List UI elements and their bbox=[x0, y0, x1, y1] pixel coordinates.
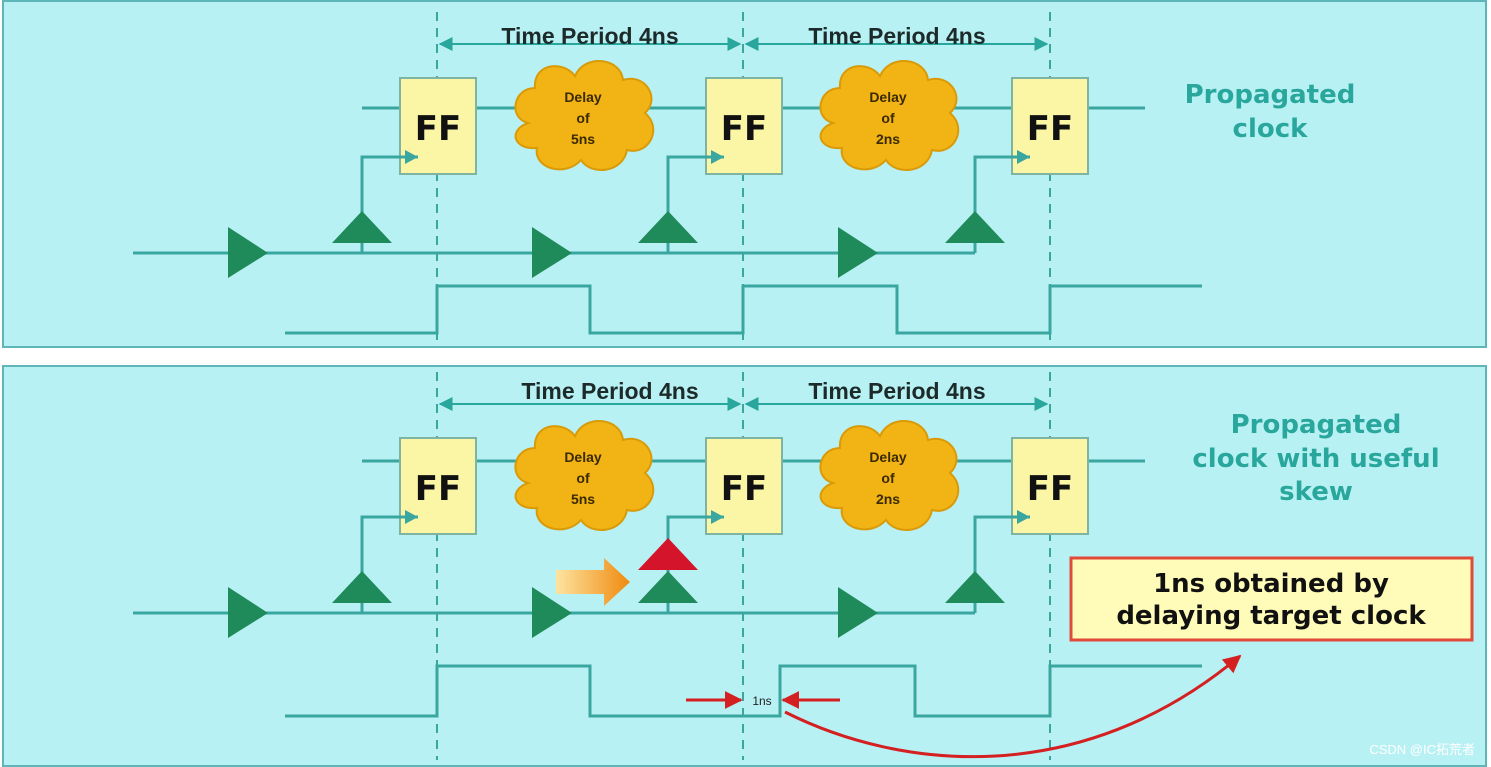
added-delay-buffer bbox=[638, 538, 698, 570]
delay-text: Delay bbox=[869, 449, 907, 465]
period-label: Time Period 4ns bbox=[808, 23, 985, 49]
bottom-diagram: Time Period 4ns Time Period 4ns Delay of… bbox=[133, 372, 1474, 760]
ff-label: FF bbox=[721, 469, 767, 509]
side-label: skew bbox=[1279, 477, 1353, 507]
clock-pin bbox=[405, 150, 418, 164]
flip-flop bbox=[399, 437, 477, 535]
delay-text: Delay bbox=[564, 449, 602, 465]
buffer bbox=[532, 587, 572, 638]
clock-pin bbox=[405, 510, 418, 524]
buffer bbox=[945, 211, 1005, 243]
buffer bbox=[228, 587, 268, 638]
ff-label: FF bbox=[721, 109, 767, 149]
watermark: CSDN @IC拓荒者 bbox=[1369, 742, 1475, 757]
delay-text: 5ns bbox=[571, 131, 595, 147]
clock-pin bbox=[1017, 510, 1030, 524]
delay-text: Delay bbox=[564, 89, 602, 105]
period-label: Time Period 4ns bbox=[501, 23, 678, 49]
period-label: Time Period 4ns bbox=[808, 378, 985, 404]
side-label: clock with useful bbox=[1192, 444, 1439, 474]
buffer bbox=[838, 587, 878, 638]
clock-pin bbox=[1017, 150, 1030, 164]
buffer bbox=[638, 571, 698, 603]
buffer bbox=[532, 227, 572, 278]
clock-waveform bbox=[285, 284, 1202, 335]
delay-text: 5ns bbox=[571, 491, 595, 507]
callout-text: delaying target clock bbox=[1116, 601, 1426, 631]
side-label: Propagated bbox=[1185, 80, 1356, 110]
buffer bbox=[228, 227, 268, 278]
clock-pin bbox=[711, 510, 724, 524]
orange-arrow-icon bbox=[556, 558, 630, 606]
flip-flop bbox=[705, 77, 783, 175]
curved-red-arrow bbox=[784, 654, 1242, 759]
period-label: Time Period 4ns bbox=[521, 378, 698, 404]
buffer bbox=[638, 211, 698, 243]
delay-text: of bbox=[576, 470, 590, 486]
delay-text: 2ns bbox=[876, 491, 900, 507]
ff-label: FF bbox=[1027, 109, 1073, 149]
delay-text: of bbox=[881, 110, 895, 126]
delay-text: of bbox=[881, 470, 895, 486]
buffer bbox=[332, 571, 392, 603]
clock-pin bbox=[711, 150, 724, 164]
delay-text: of bbox=[576, 110, 590, 126]
buffer bbox=[945, 571, 1005, 603]
ff-label: FF bbox=[1027, 469, 1073, 509]
ff-label: FF bbox=[415, 109, 461, 149]
delay-text: Delay bbox=[869, 89, 907, 105]
side-label: Propagated bbox=[1231, 410, 1402, 440]
ff-label: FF bbox=[415, 469, 461, 509]
buffer bbox=[332, 211, 392, 243]
side-label: clock bbox=[1233, 114, 1309, 144]
callout-box bbox=[1069, 556, 1474, 642]
clock-waveform bbox=[285, 664, 1202, 718]
skew-label: 1ns bbox=[752, 694, 771, 708]
callout-text: 1ns obtained by bbox=[1153, 569, 1389, 599]
top-diagram: Time Period 4ns Time Period 4ns Delay of… bbox=[133, 12, 1355, 340]
buffer bbox=[838, 227, 878, 278]
delay-text: 2ns bbox=[876, 131, 900, 147]
